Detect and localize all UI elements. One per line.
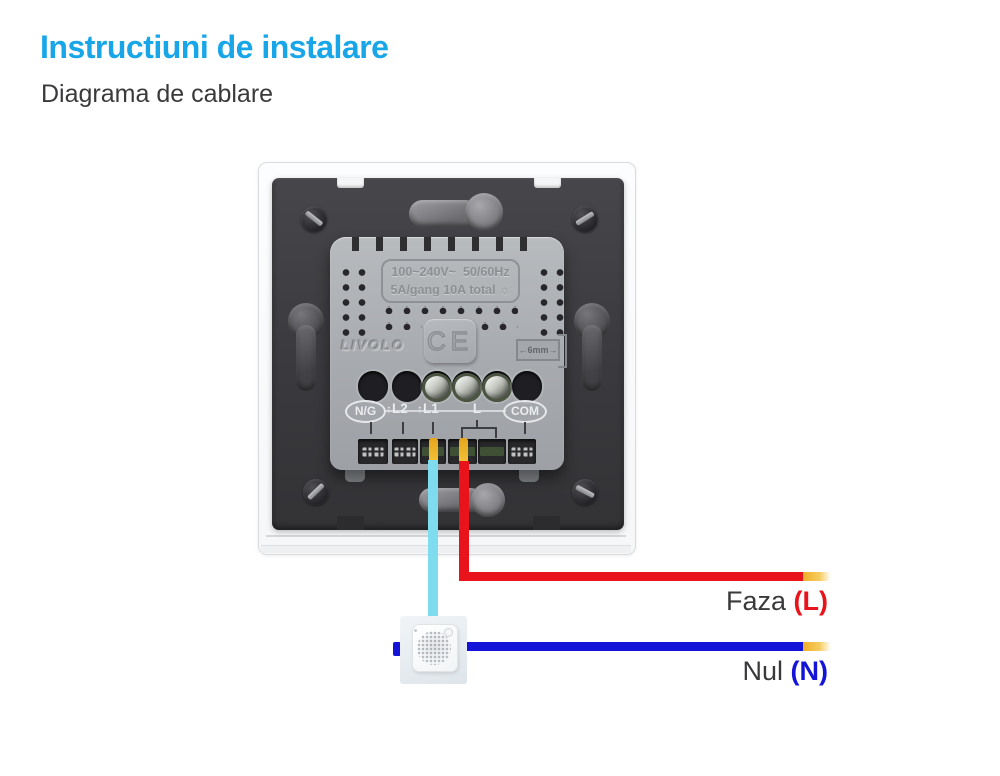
frame-bottom-edge (261, 545, 631, 553)
load-wire (428, 460, 438, 625)
phase-wire-stripped-end (459, 438, 468, 464)
frame-clip-top-right (534, 178, 561, 188)
up-arrow-icon: ↑ (417, 402, 423, 416)
frame-clip-bottom-left (337, 516, 364, 530)
vent-notches (352, 237, 534, 251)
vent-holes-left (334, 262, 366, 338)
label-ridge-line (384, 410, 506, 412)
switch-module: 100~240V~ 50/60Hz 5A/gang 10A total ☼ LI… (330, 237, 567, 470)
neutral-wire-tip (803, 642, 831, 651)
frame-clip-top-left (337, 178, 364, 188)
mounting-slot-top-hole (465, 193, 503, 231)
terminal-hole-com (512, 371, 542, 402)
neutral-wire (466, 642, 803, 651)
lamp-dot (414, 629, 417, 632)
terminal-screw (485, 376, 509, 399)
terminal-hole-l-a (452, 371, 482, 402)
terminal-label-l1: ↑L1 (417, 401, 439, 416)
frame-clip-bottom-right (533, 516, 560, 530)
spec-line-1: 100~240V~ 50/60Hz (391, 265, 510, 279)
frame-edge-line (266, 535, 626, 537)
mounting-slot-bottom-hole (471, 483, 505, 517)
terminal-hole-l1 (422, 371, 452, 402)
terminal-label-com: COM (503, 400, 547, 423)
phase-wire-horizontal (459, 572, 803, 581)
vent-holes-right (532, 262, 564, 338)
terminal-screw (425, 376, 449, 399)
l-terminal-bracket-stem (476, 420, 478, 428)
keyhole-slot-left-stem (296, 325, 316, 391)
clamp-recess (478, 439, 506, 464)
phase-name: Faza (725, 586, 786, 616)
lamp-indicator (444, 628, 453, 637)
clamp-recess (392, 439, 418, 464)
terminal-screw (455, 376, 479, 399)
phase-wire-tip (803, 572, 831, 581)
corner-screw-top-right (572, 206, 598, 232)
corner-screw-bottom-right (572, 479, 598, 505)
clamp-screws (511, 447, 533, 456)
terminal-hole-l2 (392, 371, 422, 402)
terminal-label-ng: N/G (345, 400, 386, 423)
terminal-label-l2: ↑L2 (386, 401, 408, 416)
brand-logo: LIVOLO (341, 337, 406, 353)
terminal-tick-com (524, 422, 526, 434)
terminal-tick-ng (370, 422, 372, 434)
terminal-label-l: L (472, 401, 482, 416)
terminal-hole-ng (358, 371, 388, 402)
neutral-wire-stub (393, 642, 401, 656)
corner-screw-top-left (301, 206, 327, 232)
terminal-tick-l1 (432, 422, 434, 434)
phase-code: (L) (793, 586, 828, 616)
vent-holes-row1 (378, 306, 518, 314)
ce-mark: CE (424, 319, 476, 363)
load-wire-stripped-end (429, 438, 438, 464)
terminal-hole-l-b (482, 371, 512, 402)
clamp-recess (358, 439, 388, 464)
corner-screw-bottom-left (303, 479, 329, 505)
clamp-screws (362, 447, 384, 456)
phase-wire-vertical (459, 461, 469, 581)
l-terminal-bracket (461, 427, 497, 438)
pcb-edge (480, 447, 504, 456)
clamp-screws (394, 447, 416, 456)
vent-holes-row2-left (378, 322, 422, 330)
wire-strip-gauge-bracket (558, 334, 567, 368)
neutral-code: (N) (790, 656, 828, 686)
page-title: Instructiuni de instalare (40, 29, 389, 65)
wire-strip-gauge: ←6mm→ (516, 339, 560, 361)
neutral-label: Nul (N) (560, 656, 828, 687)
spec-plate: 100~240V~ 50/60Hz 5A/gang 10A total ☼ (381, 259, 520, 303)
terminal-tick-l2 (402, 422, 404, 434)
lamp-grille (417, 631, 451, 665)
up-arrow-icon: ↑ (386, 402, 392, 416)
phase-label: Faza (L) (560, 586, 828, 617)
clamp-recess (508, 439, 536, 464)
keyhole-slot-right-stem (582, 325, 602, 391)
neutral-name: Nul (742, 656, 783, 686)
vent-holes-row2-right (474, 322, 518, 330)
spec-line-2: 5A/gang 10A total ☼ (390, 283, 511, 298)
bulb-icon: ☼ (499, 283, 511, 298)
page-subtitle: Diagrama de cablare (41, 80, 274, 108)
